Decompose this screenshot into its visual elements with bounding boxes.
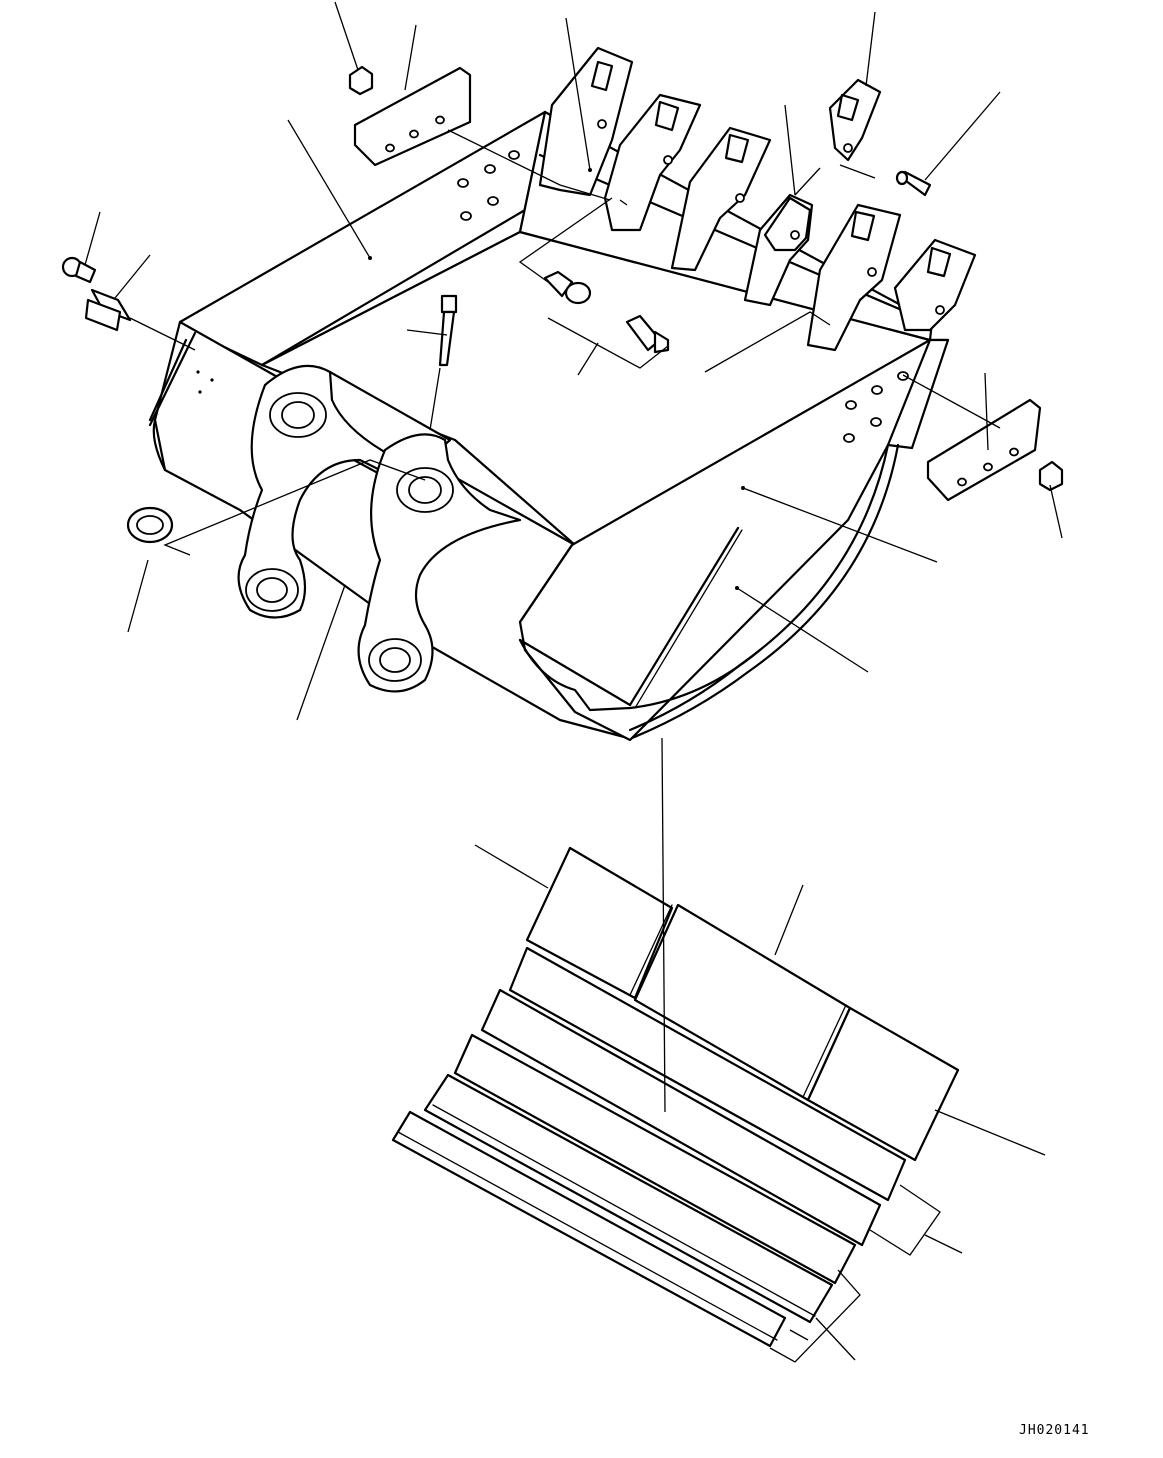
right-nut: [1038, 460, 1064, 492]
wear-strip-3: [453, 1033, 857, 1285]
drawing-code: JH020141: [1019, 1423, 1090, 1438]
right-side-cutter: [926, 398, 1042, 502]
spare-tooth-top-right: [828, 78, 882, 162]
left-shim: [84, 288, 132, 332]
wear-plate-upper-left: [525, 846, 674, 1000]
tooth-5: [806, 203, 902, 352]
top-left-side-cutter: [353, 66, 472, 167]
wear-strip-1: [508, 946, 907, 1202]
tooth-2: [603, 93, 702, 232]
loose-hardware: [61, 65, 1064, 544]
top-left-nut: [348, 65, 374, 96]
tooth-6: [893, 238, 977, 332]
bucket-teeth: [538, 46, 977, 352]
wear-plate-upper-right: [806, 1006, 960, 1162]
pin-top-right: [895, 170, 932, 197]
washer: [126, 506, 174, 544]
callout-leader-lines: [84, 1, 1063, 1363]
right-side-bolt-holes: [843, 371, 909, 443]
tooth-1: [538, 46, 634, 197]
left-bolt: [61, 256, 97, 284]
bucket-side-edge-strip: [886, 338, 950, 450]
wear-plates: [391, 846, 960, 1348]
wear-strip-5: [391, 1110, 787, 1348]
center-adapter: [763, 196, 812, 252]
tooth-3: [670, 126, 772, 272]
center-bolt-1: [543, 270, 592, 305]
left-side-bolt-holes: [457, 150, 520, 221]
vertical-bolt: [438, 294, 458, 367]
wear-strip-2: [480, 988, 882, 1247]
wear-strip-4: [423, 1073, 834, 1324]
center-bolt-2: [625, 314, 670, 354]
